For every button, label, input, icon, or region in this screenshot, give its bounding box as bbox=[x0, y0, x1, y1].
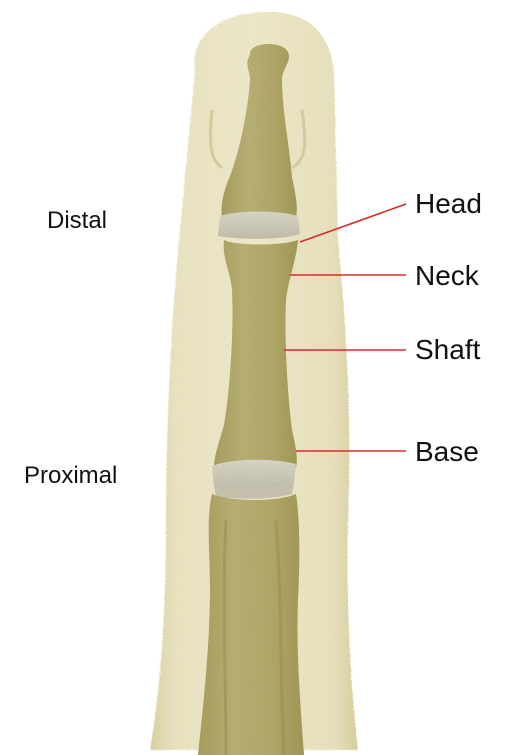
distal-joint-cartilage bbox=[218, 212, 300, 239]
proximal-shaft-shading bbox=[224, 520, 226, 755]
shaft-label: Shaft bbox=[415, 334, 480, 366]
head-label: Head bbox=[415, 188, 482, 220]
proximal-phalanx bbox=[198, 494, 304, 755]
distal-label: Distal bbox=[47, 207, 107, 235]
proximal-label: Proximal bbox=[24, 462, 117, 490]
neck-label: Neck bbox=[415, 260, 479, 292]
base-label: Base bbox=[415, 436, 479, 468]
proximal-joint-cartilage bbox=[212, 460, 296, 490]
